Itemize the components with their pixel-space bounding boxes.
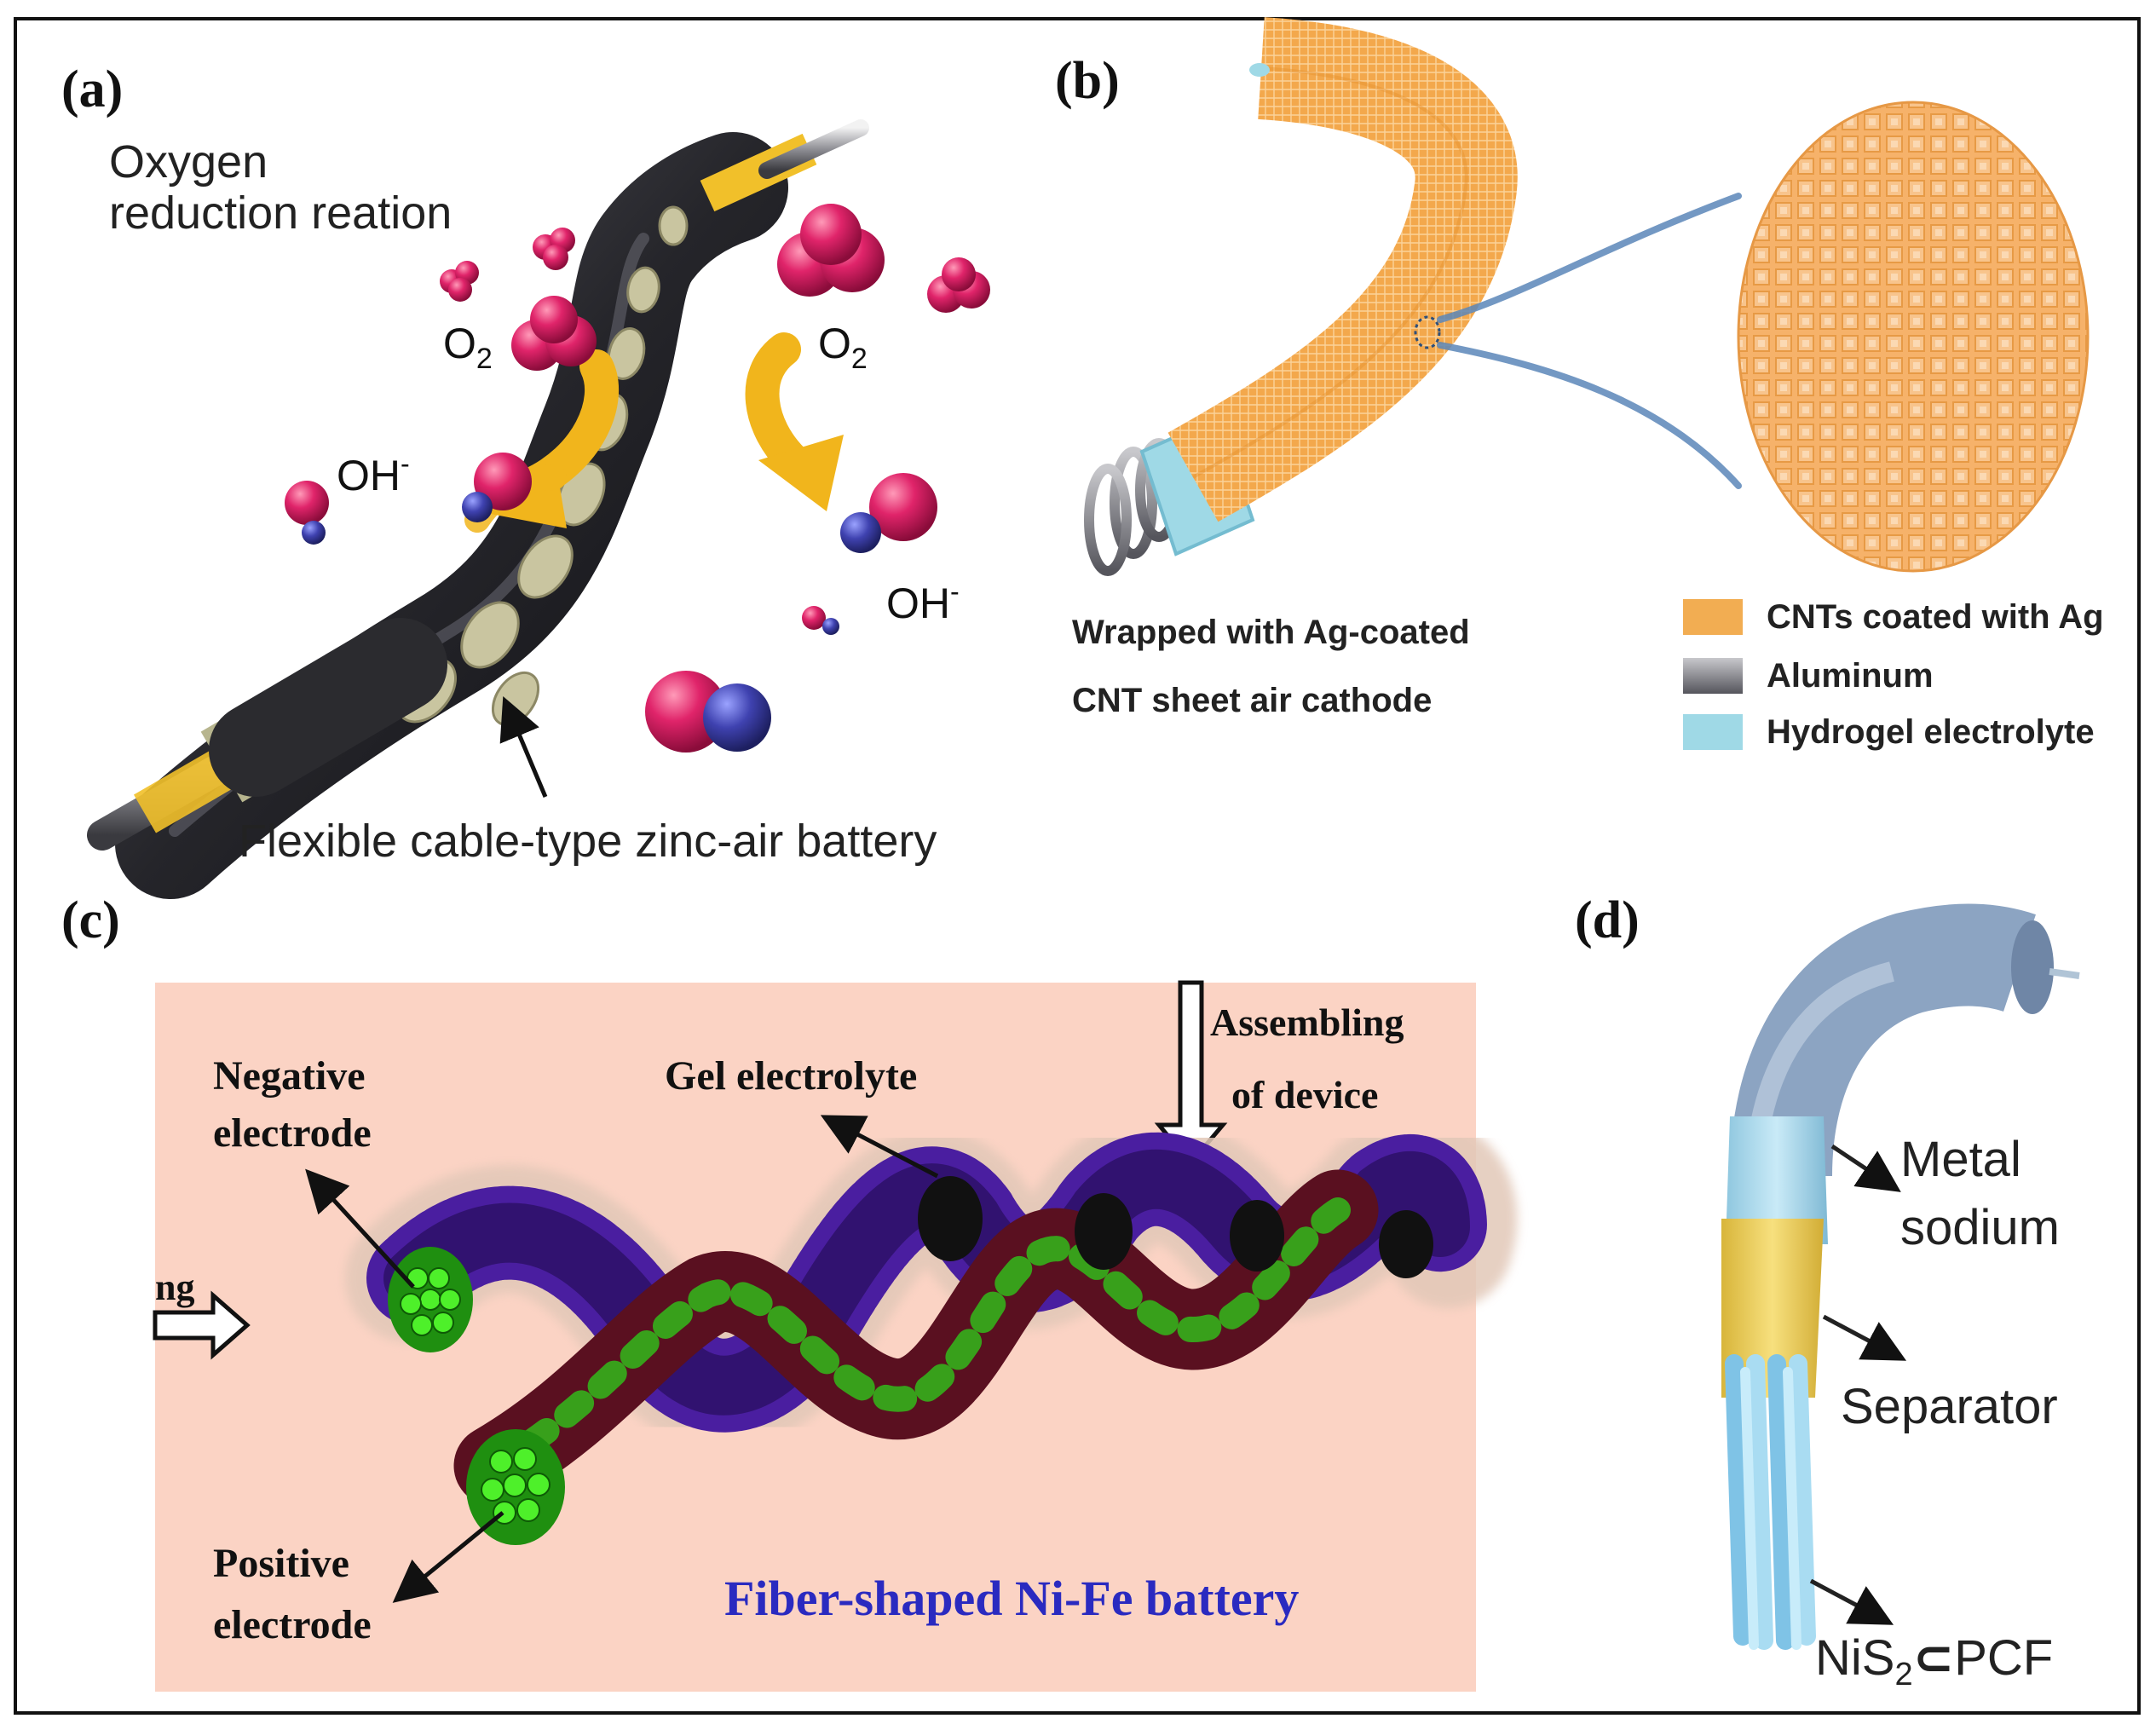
orr-title-line2: reduction reation: [109, 187, 452, 239]
negative-electrode-arrow: [305, 1168, 415, 1289]
assembling-label-line2: of device: [1231, 1073, 1378, 1116]
zoom-line-bottom: [1437, 342, 1742, 489]
legend-label-cnt: CNTs coated with Ag: [1767, 598, 2104, 636]
legend-swatch-hydrogel: [1683, 714, 1743, 750]
negative-electrode-line1: Negative: [213, 1053, 366, 1099]
yellow-arrow-right: [745, 332, 810, 477]
oh-label-left: OH-: [337, 448, 410, 499]
nis2-arrow: [1809, 1578, 1894, 1625]
oh-label-right: OH-: [886, 576, 960, 627]
figure-border: [14, 17, 2141, 1715]
partial-hollow-arrow: [153, 1290, 251, 1360]
oh-molecule-bottom: [645, 671, 771, 753]
positive-electrode-end: [466, 1429, 565, 1545]
positive-electrode-arrow: [392, 1511, 504, 1603]
nis2-pcf-fibers: [1725, 1354, 1816, 1650]
o2-molecule-right-large: [777, 204, 885, 297]
oh-molecule-left: [285, 481, 329, 545]
magnified-border: [1737, 101, 2090, 573]
separator-tube: [1721, 1219, 1824, 1398]
legend-swatch-aluminum: [1683, 658, 1743, 694]
negative-electrode-line2: electrode: [213, 1110, 372, 1156]
zoom-origin: [1414, 315, 1441, 349]
gel-electrolyte-label: Gel electrolyte: [665, 1053, 917, 1099]
legend-label-hydrogel: Hydrogel electrolyte: [1767, 713, 2095, 751]
panel-d-tag: (d): [1575, 891, 1640, 949]
metal-sodium-arrow: [1830, 1144, 1901, 1192]
panel-a-caption: Flexible cable-type zinc-air battery: [239, 816, 937, 867]
o2-molecule-far-right: [927, 257, 990, 313]
fiber-tip: [1249, 63, 1270, 77]
o2-label-right: O2: [818, 320, 868, 375]
nis2-pcf-label: NiS2⊂PCF: [1815, 1630, 2053, 1693]
cable-sleeve-dark: [209, 618, 447, 797]
oh-molecule-small: [802, 606, 839, 635]
oh-molecule-center: [462, 453, 532, 522]
o2-label-left: O2: [443, 320, 493, 375]
metal-sodium-line2: sodium: [1900, 1200, 2060, 1255]
o2-molecule-left: [511, 296, 597, 371]
cable-top-wire: [758, 119, 869, 179]
positive-electrode-line1: Positive: [213, 1541, 349, 1586]
panel-c-tag: (c): [61, 891, 120, 949]
cnt-fiber-arc-edge: [1192, 66, 1468, 479]
separator-arrow: [1822, 1314, 1907, 1361]
panel-b-caption-line2: CNT sheet air cathode: [1072, 682, 1432, 719]
magnified-view: [1738, 102, 2088, 571]
metal-sodium-tube: [1726, 1116, 1828, 1244]
positive-electrode-sheen: [481, 1197, 1351, 1479]
separator-label: Separator: [1841, 1379, 2058, 1434]
zoom-line-top: [1437, 193, 1742, 323]
orr-title-line1: Oxygen: [109, 136, 268, 187]
negative-electrode-end: [388, 1247, 473, 1352]
legend-label-aluminum: Aluminum: [1767, 657, 1934, 695]
panel-b: (b) Wrapped with Ag-coated CNT sheet air…: [1055, 17, 2104, 751]
panel-b-legend: CNTs coated with Ag Aluminum Hydrogel el…: [1683, 598, 2104, 751]
cnt-fiber-arc: [1167, 17, 1518, 522]
gel-electrolyte-arrow: [820, 1115, 939, 1179]
yellow-arrow-right-head: [758, 435, 844, 511]
outer-tube-end: [2011, 920, 2054, 1014]
panel-b-caption-line1: Wrapped with Ag-coated: [1072, 614, 1470, 651]
partial-process-label: ng: [155, 1266, 194, 1308]
ni-fe-battery-title: Fiber-shaped Ni-Fe battery: [724, 1571, 1299, 1626]
legend-swatch-cnt: [1683, 599, 1743, 635]
assembling-label-line1: Assembling: [1210, 1001, 1404, 1044]
caption-arrow-a: [499, 695, 548, 798]
panel-c: (c) ng Assembling of device: [61, 891, 1518, 1692]
o2-molecule-small-left: [440, 261, 479, 302]
positive-electrode-line2: electrode: [213, 1602, 372, 1647]
metal-sodium-line1: Metal: [1900, 1132, 2021, 1187]
panel-a: (a) Oxygen reduction reation: [61, 61, 990, 899]
gel-peaks: [918, 1176, 1433, 1278]
oh-molecule-right: [840, 473, 937, 553]
panel-b-tag: (b): [1055, 52, 1120, 110]
center-wire: [2049, 968, 2080, 979]
panel-a-tag: (a): [61, 61, 123, 118]
panel-d: (d) Metal sodium Separator NiS2⊂PCF: [1575, 891, 2080, 1693]
o2-molecule-small-mid: [533, 228, 575, 270]
